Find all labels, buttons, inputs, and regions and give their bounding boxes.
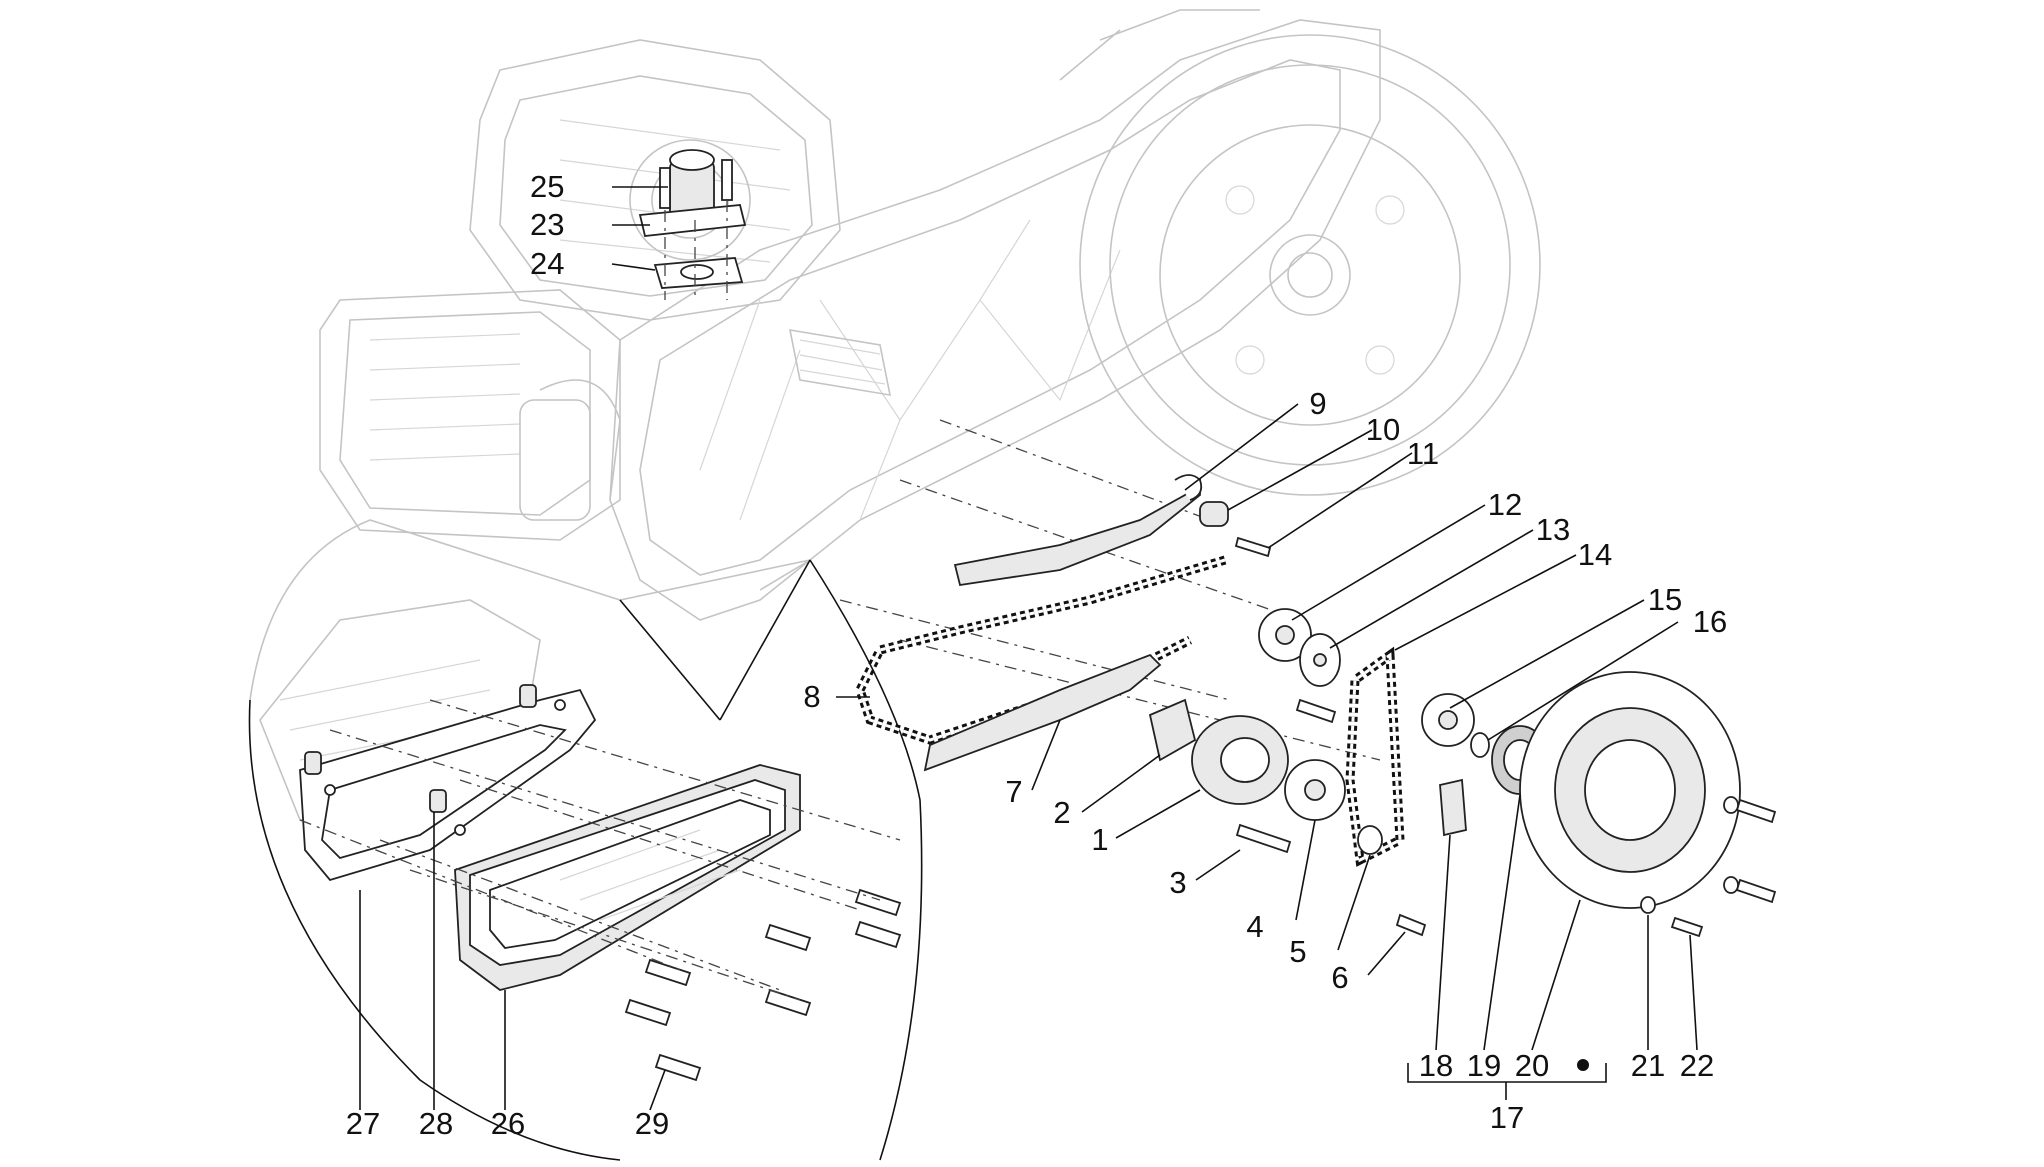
callout-28: 28	[419, 1106, 453, 1141]
callout-6: 6	[1331, 960, 1348, 995]
callout-17: 17	[1490, 1100, 1524, 1135]
callout-8: 8	[803, 679, 820, 714]
callout-4: 4	[1246, 909, 1263, 944]
leader-lines	[359, 186, 1698, 1111]
callout-15: 15	[1648, 582, 1682, 617]
engine-block-ghost	[319, 9, 1541, 621]
oil-pump-assembly	[839, 419, 1777, 938]
callout-2: 2	[1053, 795, 1070, 830]
callout-10: 10	[1366, 412, 1400, 447]
callout-24: 24	[530, 246, 564, 281]
callout-19: 19	[1467, 1048, 1501, 1083]
inset-sump-detail	[248, 519, 923, 1161]
callout-27: 27	[346, 1106, 380, 1141]
callout-22: 22	[1680, 1048, 1714, 1083]
callout-29: 29	[635, 1106, 669, 1141]
callout-9: 9	[1309, 386, 1326, 421]
callout-12: 12	[1488, 487, 1522, 522]
callout-20: 20	[1515, 1048, 1549, 1083]
callout-25: 25	[530, 169, 564, 204]
callout-5: 5	[1289, 934, 1306, 969]
sump-bolts	[624, 888, 902, 1082]
callout-26: 26	[491, 1106, 525, 1141]
chain-tensioner-assembly	[638, 149, 747, 300]
callout-14: 14	[1578, 537, 1612, 572]
callout-16: 16	[1693, 604, 1727, 639]
callout-1: 1	[1091, 822, 1108, 857]
callout-3: 3	[1169, 865, 1186, 900]
filled-dot-icon	[1577, 1059, 1589, 1071]
callout-11: 11	[1407, 436, 1439, 471]
callout-7: 7	[1005, 774, 1022, 809]
callout-21: 21	[1631, 1048, 1665, 1083]
callout-labels: 25 23 24 9 10 11 12 13 14 15 16 8 7 2 1 …	[346, 169, 1727, 1141]
callout-18: 18	[1419, 1048, 1453, 1083]
callout-23: 23	[530, 207, 564, 242]
callout-13: 13	[1536, 512, 1570, 547]
